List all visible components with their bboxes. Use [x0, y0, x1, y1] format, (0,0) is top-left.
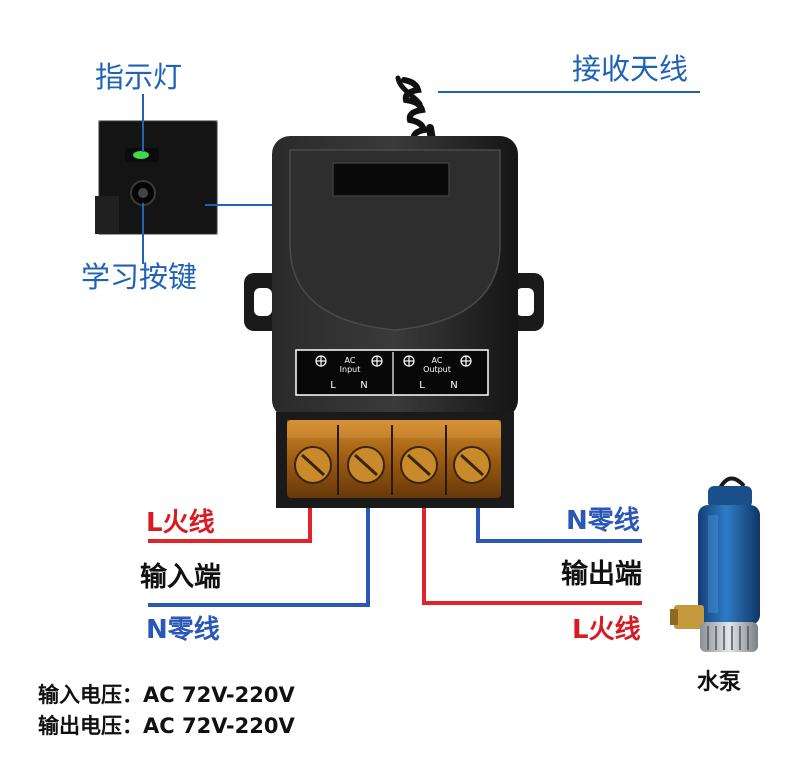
- panel-l1: L: [330, 380, 336, 391]
- ac-output-top: AC: [432, 356, 443, 365]
- closeup-inset: [95, 120, 218, 235]
- output-voltage-spec: 输出电压：AC 72V-220V: [38, 710, 295, 740]
- pump-label: 水泵: [697, 670, 742, 695]
- output-neutral-label: N零线: [566, 506, 640, 536]
- water-pump-icon: [670, 476, 760, 652]
- antenna-cable: [395, 75, 436, 144]
- spec-value: AC 72V-220V: [143, 714, 295, 738]
- spec-label: 输入电压：: [38, 683, 143, 707]
- screw-symbols: [315, 355, 472, 367]
- callout-lines: [142, 91, 700, 264]
- wires: [148, 508, 642, 607]
- input-live-wire: [148, 508, 312, 543]
- spec-label: 输出电压：: [38, 714, 143, 738]
- input-voltage-spec: 输入电压：AC 72V-220V: [38, 679, 295, 709]
- window-slot: [332, 162, 450, 197]
- output-live-wire: [422, 508, 642, 605]
- receiver-body: [272, 136, 518, 418]
- panel-text: AC Input AC Output L N L N: [330, 356, 458, 391]
- ac-input-top: AC: [345, 356, 356, 365]
- terminal-panel-label: [295, 349, 489, 396]
- input-neutral-label: N零线: [146, 615, 220, 645]
- panel-l2: L: [419, 380, 425, 391]
- spec-value: AC 72V-220V: [143, 683, 295, 707]
- output-neutral-wire: [476, 508, 642, 543]
- ac-output-bottom: Output: [423, 365, 451, 374]
- learn-button-callout: 学习按键: [81, 260, 198, 294]
- indicator-light-callout: 指示灯: [95, 60, 183, 94]
- input-neutral-wire: [148, 508, 370, 607]
- antenna-callout: 接收天线: [572, 52, 689, 86]
- panel-n1: N: [360, 380, 367, 391]
- input-live-label: L火线: [146, 508, 215, 538]
- input-terminal-label: 输入端: [140, 562, 221, 593]
- output-live-label: L火线: [572, 615, 641, 645]
- ac-input-bottom: Input: [340, 365, 361, 374]
- terminal-block: [276, 412, 514, 508]
- output-terminal-label: 输出端: [561, 559, 642, 590]
- indicator-led-icon: [133, 151, 149, 159]
- panel-n2: N: [450, 380, 457, 391]
